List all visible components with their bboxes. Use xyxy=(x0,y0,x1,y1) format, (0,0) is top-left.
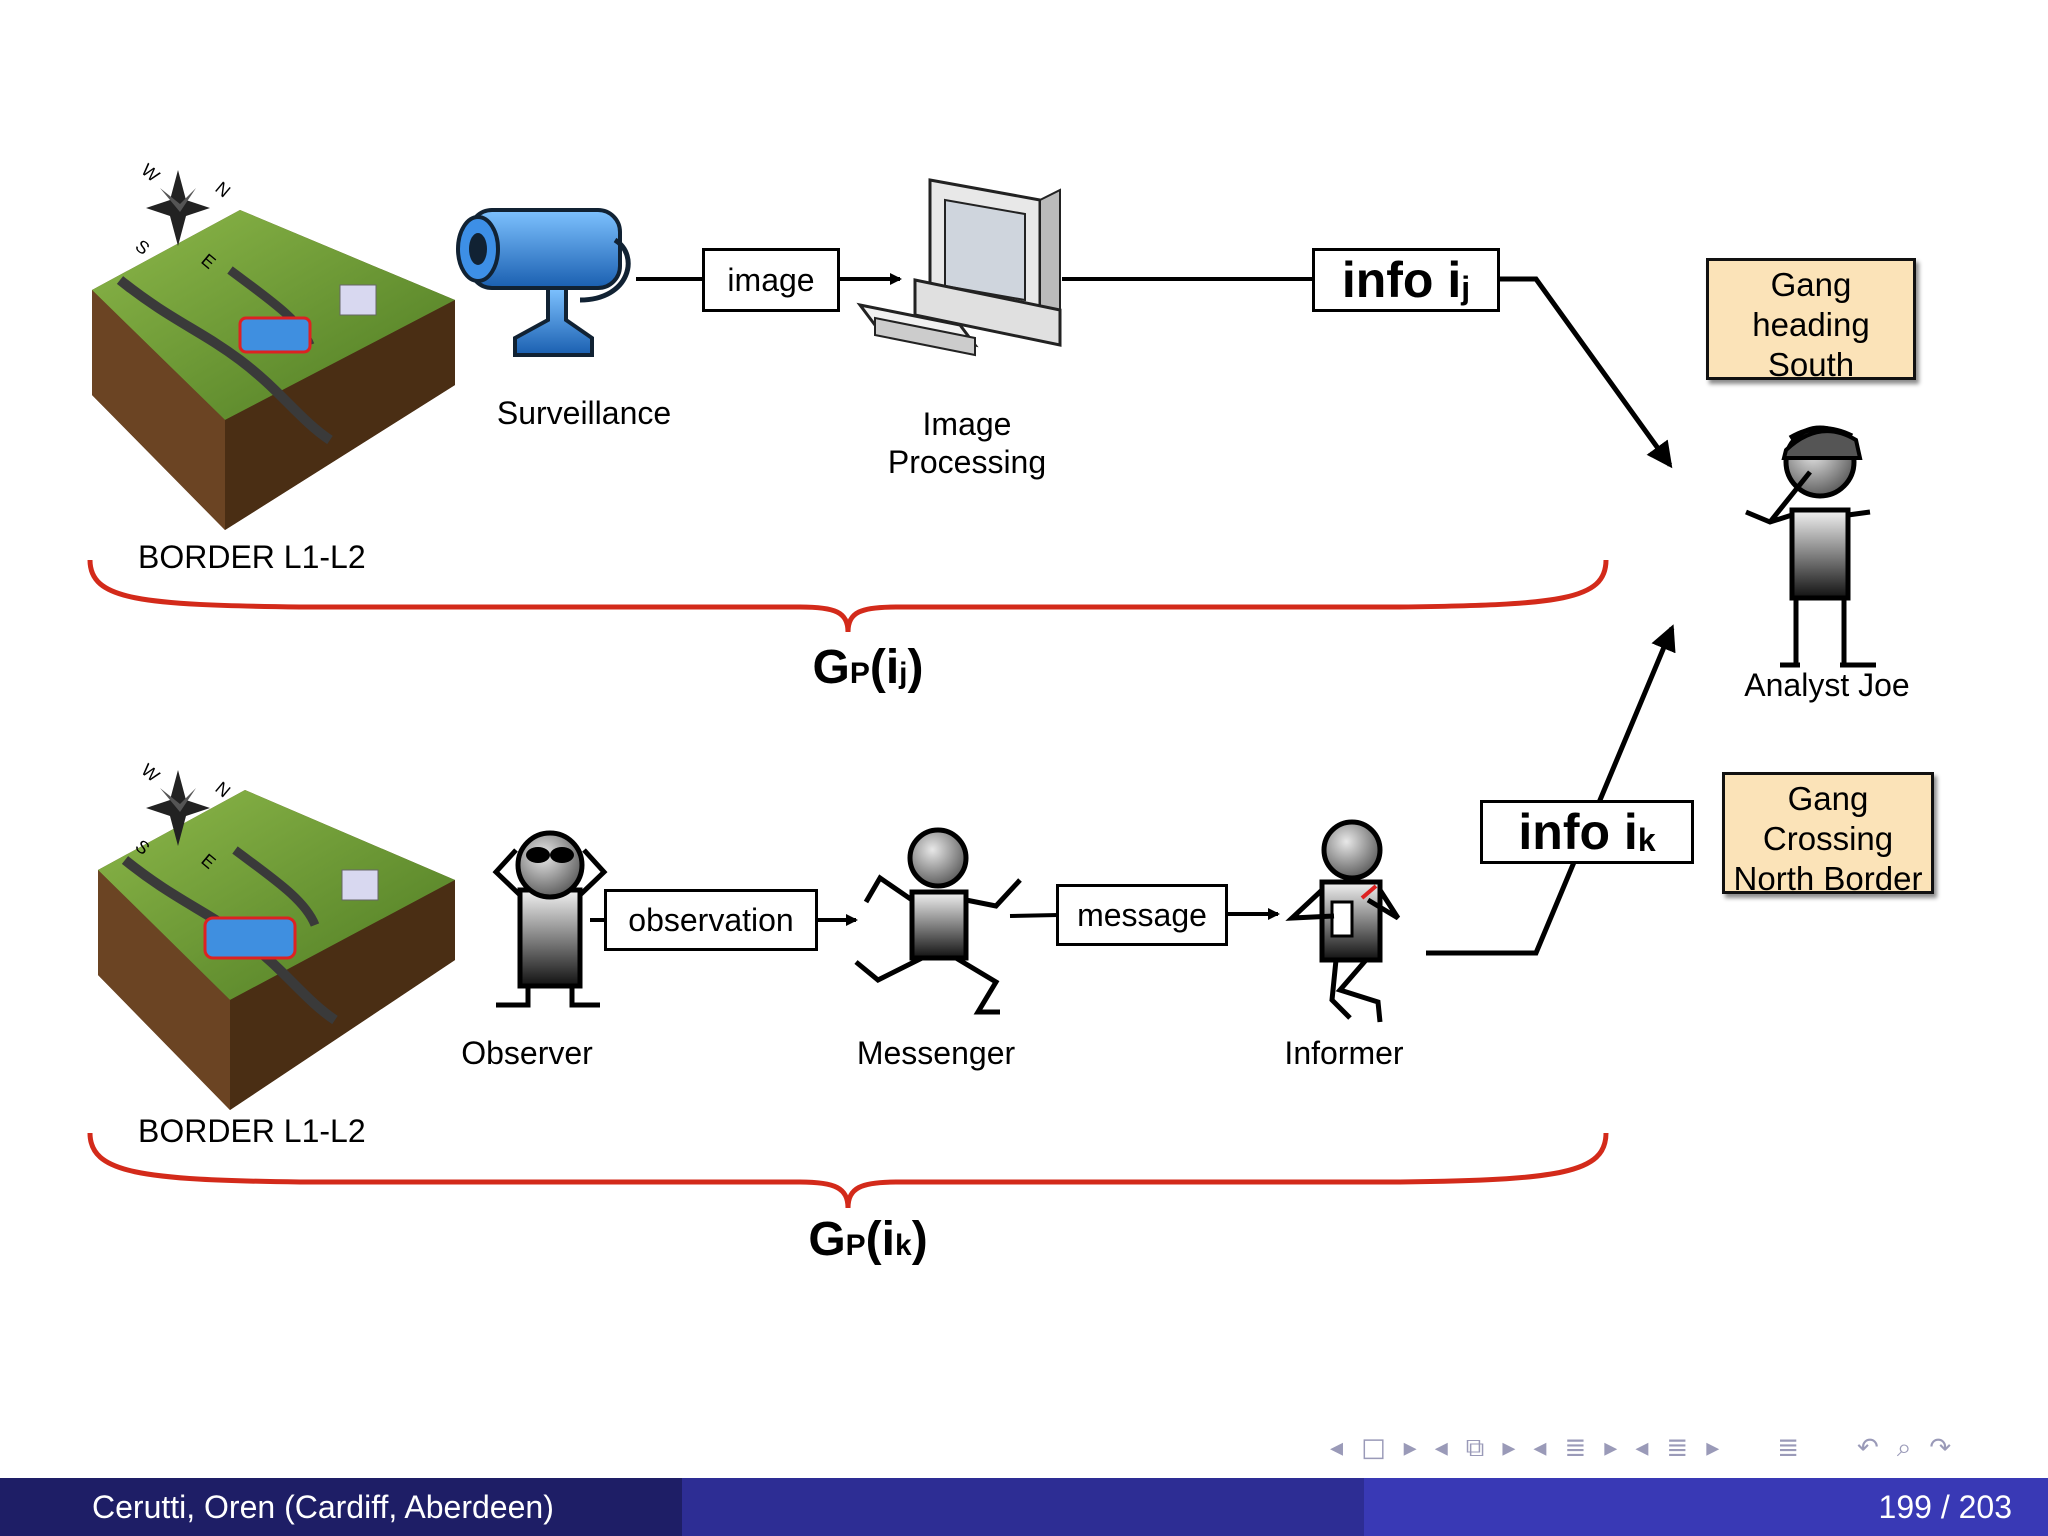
informer-figure xyxy=(1285,819,1401,1023)
informer-label: Informer xyxy=(1284,1035,1404,1071)
image-processing-line1: Image xyxy=(922,406,1012,442)
messenger-figure xyxy=(854,827,1022,1015)
image-processing-computer-icon xyxy=(856,178,1062,357)
note-top-line2: heading xyxy=(1752,306,1870,343)
border-map-bottom-icon xyxy=(98,790,455,1110)
note-bottom-line1: Gang xyxy=(1787,780,1869,817)
image-processing-label: Image Processing xyxy=(888,405,1046,482)
brace-bottom-i: (i xyxy=(865,1213,896,1266)
messenger-label: Messenger xyxy=(856,1035,1016,1071)
observer-label: Observer xyxy=(461,1035,593,1071)
brace-bottom-close: ) xyxy=(911,1213,928,1266)
surveillance-camera-icon xyxy=(456,208,631,357)
info-box-ik-main: info i xyxy=(1518,804,1638,860)
brace-top-index: j xyxy=(899,657,908,690)
info-box-ij-main: info i xyxy=(1341,252,1462,308)
nav-next-subsection-icon[interactable]: ▸ xyxy=(1604,1433,1618,1463)
note-gang-heading-south: Gang heading South xyxy=(1706,258,1916,383)
note-gang-crossing-north-border: Gang Crossing North Border xyxy=(1722,772,1934,897)
info-box-ik-sub: k xyxy=(1637,821,1656,858)
border-label-bottom: BORDER L1-L2 xyxy=(138,1113,366,1149)
nav-prev-slide-icon[interactable]: ◂ xyxy=(1434,1433,1448,1463)
brace-bottom-g: G xyxy=(808,1213,846,1266)
edge-label-image: image xyxy=(702,248,840,312)
footer-authors: Cerutti, Oren (Cardiff, Aberdeen) xyxy=(0,1478,682,1536)
nav-next-section-icon[interactable]: ▸ xyxy=(1706,1433,1720,1463)
note-bottom-line3: North Border xyxy=(1733,860,1923,897)
nav-slide-icon[interactable]: ⧉ xyxy=(1465,1432,1485,1463)
nav-prev-subsection-icon[interactable]: ◂ xyxy=(1533,1433,1547,1463)
footer-bar: Cerutti, Oren (Cardiff, Aberdeen) 199 / … xyxy=(0,1478,2048,1536)
brace-top-p: P xyxy=(849,657,870,690)
brace-bottom-p: P xyxy=(845,1229,866,1262)
edge-label-observation: observation xyxy=(604,889,818,951)
nav-next-slide-icon[interactable]: ▸ xyxy=(1502,1433,1516,1463)
border-map-top-icon xyxy=(92,210,455,530)
brace-top-close: ) xyxy=(907,641,924,694)
nav-back-icon[interactable]: ↶ xyxy=(1857,1433,1879,1463)
brace-top xyxy=(87,559,1609,633)
compass-w: W xyxy=(137,160,163,186)
image-processing-line2: Processing xyxy=(887,444,1047,481)
slide-navigation: ◂ □ ▸ ◂ ⧉ ▸ ◂ ≣ ▸ ◂ ≣ ▸ ≣ ↶ ⌕ ↷ xyxy=(1330,1428,2030,1468)
note-top-line1: Gang xyxy=(1770,266,1852,303)
observer-figure xyxy=(492,830,608,1008)
nav-prev-frame-icon[interactable]: ◂ xyxy=(1330,1433,1344,1463)
nav-frame-icon[interactable]: □ xyxy=(1361,1433,1386,1463)
note-bottom-line2: Crossing xyxy=(1762,820,1894,857)
brace-top-i: (i xyxy=(869,641,900,694)
footer-middle xyxy=(682,1478,1364,1536)
edge-label-message: message xyxy=(1056,884,1228,946)
compass-n: N xyxy=(211,178,234,202)
analyst-joe-label: Analyst Joe xyxy=(1744,667,1910,703)
nav-section-icon[interactable]: ≣ xyxy=(1666,1433,1689,1463)
nav-search-icon[interactable]: ⌕ xyxy=(1896,1432,1912,1463)
nav-prev-section-icon[interactable]: ◂ xyxy=(1635,1433,1649,1463)
footer-page-number: 199 / 203 xyxy=(1364,1478,2048,1536)
brace-label-bottom: GP(ik) xyxy=(808,1212,927,1267)
brace-top-g: G xyxy=(812,641,850,694)
diagram-canvas: W N S E xyxy=(87,160,1876,1209)
analyst-joe-figure xyxy=(1745,425,1876,668)
compass-s: S xyxy=(131,236,153,259)
brace-label-top: GP(ij) xyxy=(812,640,923,695)
surveillance-label: Surveillance xyxy=(496,395,672,431)
brace-bottom xyxy=(87,1132,1609,1209)
compass-w: W xyxy=(137,760,163,786)
nav-subsection-icon[interactable]: ≣ xyxy=(1564,1433,1587,1463)
nav-forward-icon[interactable]: ↷ xyxy=(1929,1433,1952,1463)
info-box-ij-sub: j xyxy=(1461,269,1471,306)
nav-document-icon[interactable]: ≣ xyxy=(1777,1433,1800,1463)
nav-next-frame-icon[interactable]: ▸ xyxy=(1403,1433,1417,1463)
brace-bottom-index: k xyxy=(895,1229,912,1262)
border-label-top: BORDER L1-L2 xyxy=(138,539,366,575)
note-top-line3: South xyxy=(1767,346,1855,383)
